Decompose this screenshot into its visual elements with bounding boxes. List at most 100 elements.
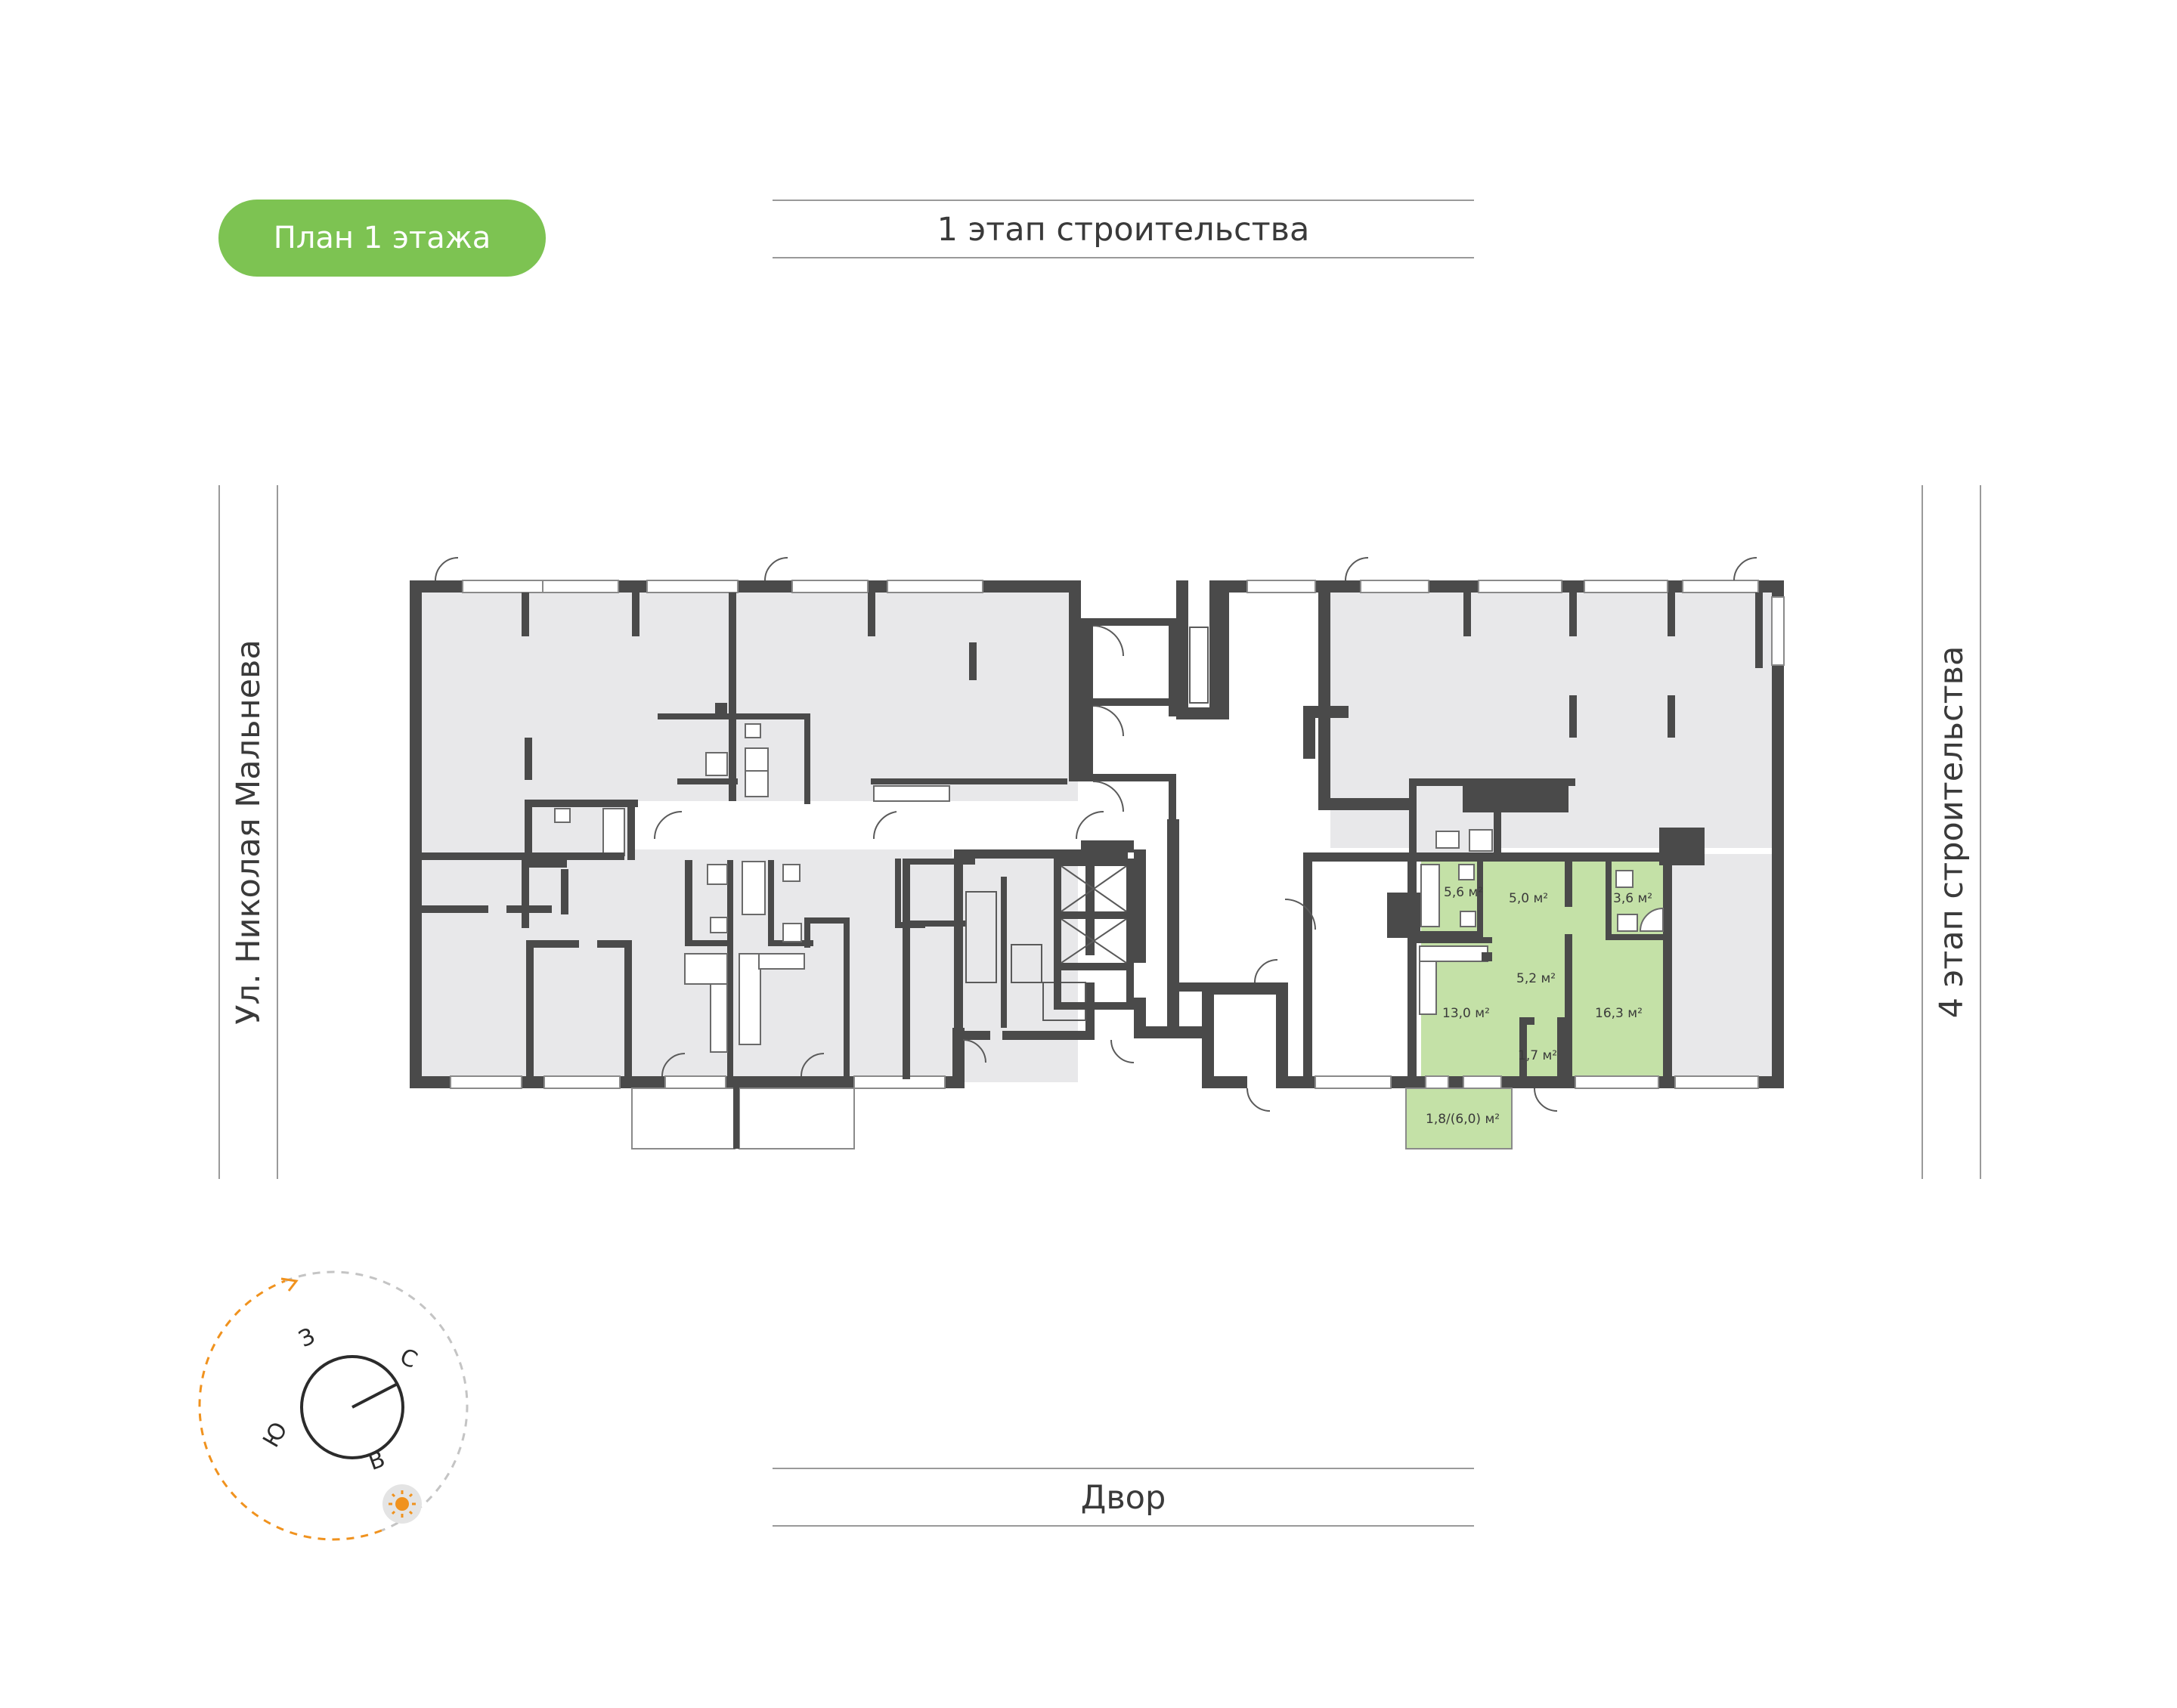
toilet-fixture (782, 864, 801, 882)
kitchen-counter (873, 785, 950, 802)
door-swing (1092, 625, 1124, 657)
wall-stub (632, 593, 639, 636)
partition (522, 860, 529, 928)
core-wall (1202, 982, 1277, 995)
window (1584, 580, 1668, 593)
left-block (410, 580, 1081, 1149)
toilet-fixture (745, 723, 761, 738)
built-in-cabinet (1659, 828, 1705, 865)
context-bottom-label: Двор (1080, 1479, 1166, 1517)
kitchen-counter (739, 953, 761, 1045)
partition (525, 800, 532, 860)
kitchen-counter (1419, 961, 1437, 1015)
kitchen-stove (684, 953, 728, 985)
compass-north-label: С (396, 1344, 422, 1375)
context-top-rule (773, 200, 1474, 201)
sink-fixture (705, 752, 728, 776)
core-wall (1081, 698, 1176, 706)
window (853, 1075, 946, 1089)
partition (1557, 1017, 1565, 1025)
stair-flight (1189, 627, 1209, 704)
wall-stub (1569, 593, 1577, 636)
partition (685, 940, 730, 946)
partition (715, 703, 727, 715)
partition (1494, 786, 1501, 854)
window (1478, 580, 1562, 593)
apartment-balcony[interactable] (1406, 1088, 1512, 1149)
lift-shaft-cross (1061, 865, 1127, 912)
room-area-label: 5,2 м² (1516, 971, 1556, 986)
door-swing (801, 1053, 825, 1077)
partition (1482, 952, 1492, 961)
partition (1414, 852, 1671, 862)
core-wall (1169, 774, 1176, 819)
core-wall (1167, 963, 1179, 1038)
stair-flight (965, 891, 997, 983)
compass: З С Ю В (198, 1270, 469, 1541)
room-area-label: 5,0 м² (1509, 891, 1548, 906)
room-area-label: 16,3 м² (1595, 1006, 1643, 1021)
context-left-rule (218, 485, 220, 1179)
left-corridor (635, 801, 1078, 849)
core-wall (1202, 1076, 1247, 1088)
floor-plan-badge[interactable]: План 1 этажа (218, 200, 546, 277)
partition (624, 940, 632, 1081)
door-swing (872, 811, 897, 840)
core-wall (1176, 580, 1188, 719)
core-wall (954, 849, 963, 1073)
partition (1407, 852, 1417, 1079)
stair-flight (1011, 944, 1042, 983)
core-wall (1169, 618, 1176, 716)
window (791, 580, 869, 593)
window (1674, 1075, 1759, 1089)
partition (768, 940, 813, 946)
left-right-wall (1069, 580, 1081, 781)
door-swing (1254, 959, 1278, 983)
partition (871, 778, 1067, 784)
window (1360, 580, 1429, 593)
right-block-corner-floor (1671, 854, 1776, 1081)
partition (1409, 778, 1417, 854)
door-swing (1110, 1039, 1135, 1063)
lift-wall (1054, 859, 1061, 1010)
window (1425, 1075, 1449, 1089)
window (646, 580, 739, 593)
core-wall (954, 1031, 990, 1040)
wall-stub (525, 738, 532, 780)
shower-corner-fixture (1639, 907, 1664, 932)
room-area-label: 1,7 м² (1518, 1048, 1557, 1063)
wall-stub (1303, 706, 1315, 759)
sun-path-arc (198, 1279, 382, 1541)
balcony-divider (733, 1076, 739, 1149)
room-area-label: 5,6 м² (1444, 885, 1483, 900)
partition (804, 719, 810, 789)
window (1315, 1075, 1392, 1089)
door-swing (1345, 557, 1369, 581)
core-wall (1209, 580, 1222, 719)
partition (561, 869, 568, 914)
sun-icon (389, 1490, 416, 1518)
door-swing (435, 557, 459, 581)
left-outer-wall (410, 580, 422, 1088)
toilet-fixture (554, 808, 571, 823)
door-swing (661, 1053, 686, 1077)
door-swing (1092, 705, 1124, 737)
core-wall (1085, 849, 1095, 955)
partition (727, 860, 733, 1079)
apartment-highlight[interactable] (1421, 859, 1671, 1076)
wall-stub (1569, 695, 1577, 738)
partition (627, 800, 635, 860)
room-area-label: 1,8/(6,0) м² (1426, 1112, 1500, 1127)
partition (1663, 862, 1672, 1079)
partition (804, 917, 810, 948)
door-swing (1284, 899, 1316, 930)
window (450, 1075, 522, 1089)
night-path-arc (284, 1270, 469, 1532)
partition (844, 917, 850, 1076)
core-wall (1134, 849, 1146, 963)
window (1771, 596, 1785, 666)
partition (1387, 893, 1420, 938)
window (542, 580, 619, 593)
partition (910, 921, 966, 927)
stair-flight (1042, 982, 1086, 1021)
